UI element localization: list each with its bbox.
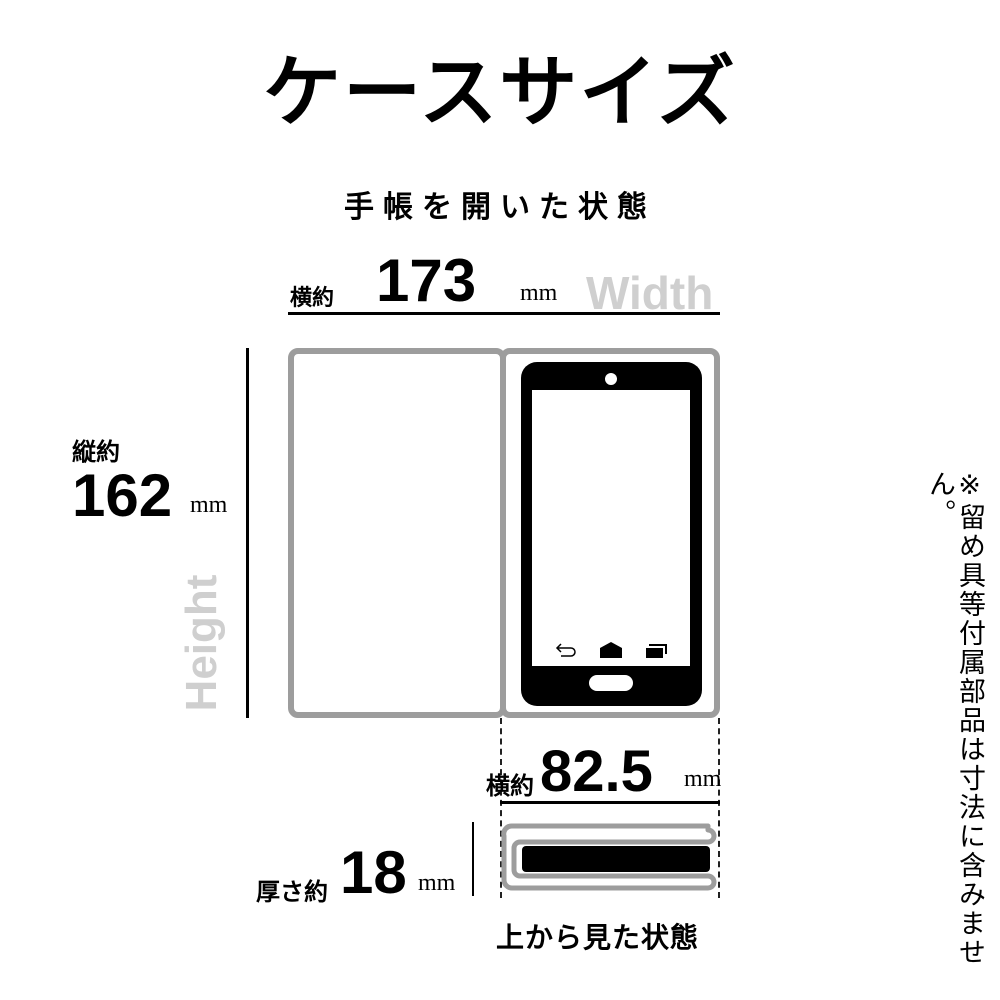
width-value: 173 [376, 247, 477, 314]
width-ghost-label: Width [586, 267, 714, 319]
case-left-cover [288, 348, 506, 718]
home-icon [600, 642, 622, 658]
front-camera-icon [605, 373, 617, 385]
phone-screen [532, 390, 690, 666]
top-view-caption: 上から見た状態 [496, 921, 700, 954]
smartphone-illustration [521, 362, 702, 706]
half-width-dimension-line [500, 801, 720, 804]
half-width-prefix: 横約 [486, 771, 534, 800]
height-value: 162 [72, 462, 173, 529]
thickness-prefix: 厚さ約 [256, 877, 328, 906]
back-icon [555, 643, 576, 657]
half-width-extension-right [718, 718, 720, 898]
height-dimension-line [246, 348, 249, 718]
thickness-unit: mm [418, 870, 456, 896]
case-top-outline [501, 823, 717, 891]
page-title: ケースサイズ [263, 47, 737, 138]
width-dimension-line [288, 312, 720, 315]
half-width-unit: mm [684, 766, 722, 792]
top-view-diagram [500, 822, 720, 896]
width-prefix: 横約 [290, 285, 335, 311]
width-unit: mm [520, 280, 558, 306]
height-prefix: 縦約 [72, 437, 120, 466]
height-unit: mm [190, 492, 228, 518]
home-button-icon [589, 675, 633, 691]
thickness-dimension-line [472, 822, 474, 896]
thickness-value: 18 [340, 839, 407, 906]
height-ghost-label: Height [177, 574, 226, 712]
half-width-value: 82.5 [540, 739, 653, 804]
half-width-extension-left [500, 718, 502, 898]
accessory-note: ※留め具等付属部品は寸法に含みません。 [924, 470, 985, 967]
recent-apps-icon [646, 644, 667, 658]
open-state-caption: 手帳を開いた状態 [344, 190, 656, 225]
width-measurement: 横約 173 mm Width [288, 247, 720, 319]
